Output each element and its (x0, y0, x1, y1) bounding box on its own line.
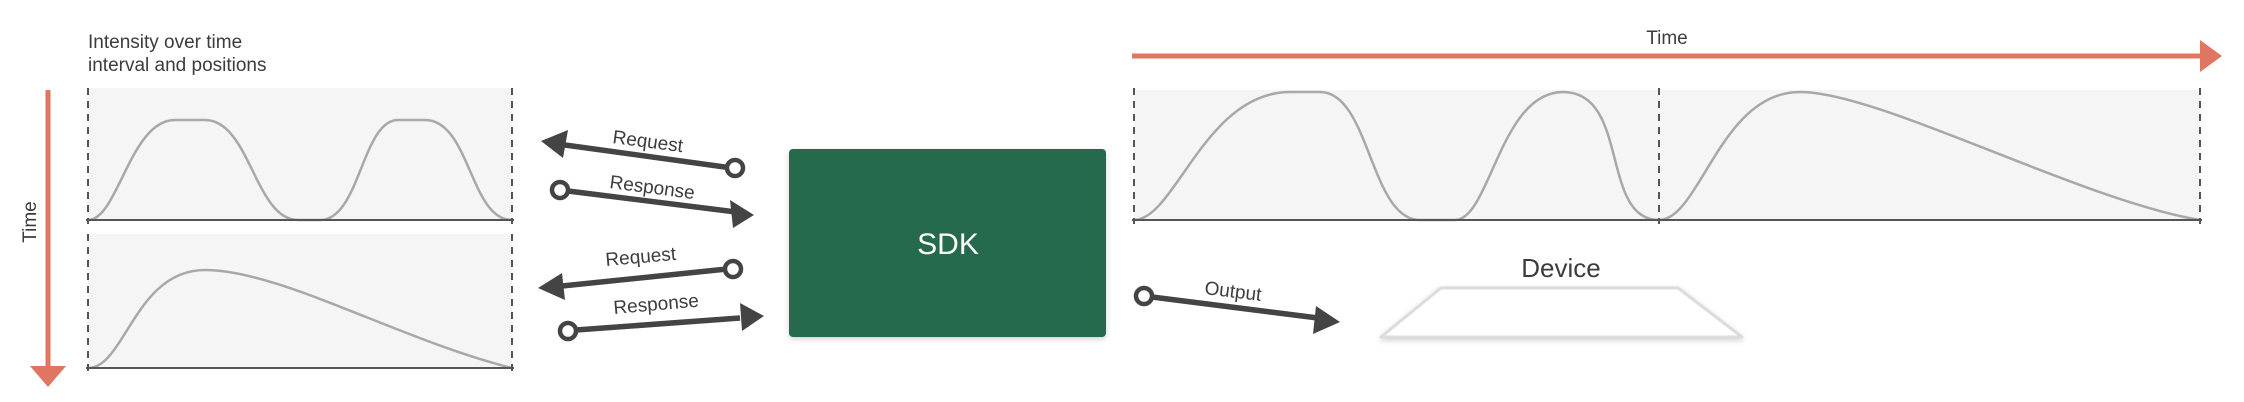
response-arrow-1 (549, 179, 754, 228)
output-label: Output (1203, 278, 1263, 306)
sdk-box: SDK (789, 149, 1106, 337)
right-plot (1132, 88, 2202, 224)
request-label-2: Request (605, 244, 678, 271)
horizontal-time-arrow (1132, 40, 2222, 72)
intensity-curve (87, 268, 513, 370)
caption-line-1: Intensity over time (88, 32, 242, 53)
horizontal-time-label: Time (1646, 28, 1688, 49)
left-top-plot (86, 88, 514, 224)
request-arrow-1 (541, 130, 746, 179)
vertical-time-arrow (30, 90, 66, 387)
intensity-curve (1658, 90, 2201, 222)
sdk-label: SDK (917, 228, 979, 261)
response-label-2: Response (613, 291, 700, 319)
vertical-time-label: Time (20, 201, 41, 243)
caption-line-2: interval and positions (88, 55, 267, 76)
device-label: Device (1521, 253, 1600, 283)
response-arrow-2 (557, 303, 764, 342)
left-bottom-plot (86, 234, 514, 372)
request-arrow-2 (538, 258, 744, 300)
device-shape (1379, 286, 1744, 339)
output-arrow (1133, 285, 1340, 334)
